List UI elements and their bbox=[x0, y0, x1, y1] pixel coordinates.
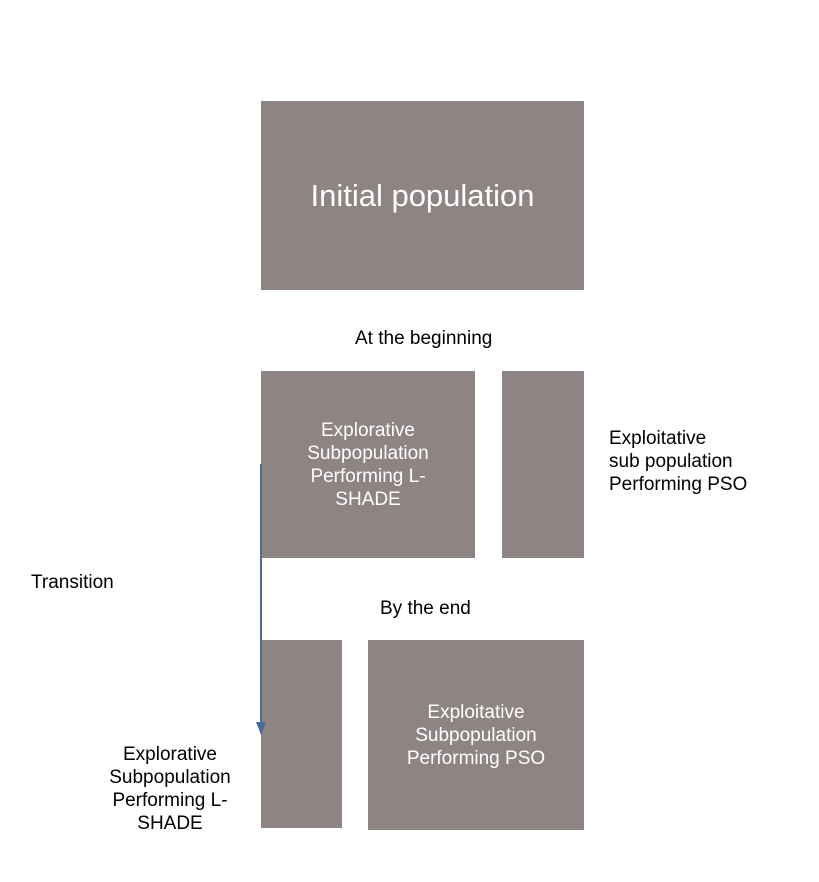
at-the-beginning-label: At the beginning bbox=[355, 328, 493, 349]
transition-arrow-head bbox=[256, 722, 266, 735]
explorative-subpopulation-text: Explorative Subpopulation Performing L- … bbox=[307, 419, 429, 510]
explorative-subpopulation-box: Explorative Subpopulation Performing L- … bbox=[261, 371, 475, 558]
explorative-side-label: Explorative Subpopulation Performing L- … bbox=[109, 744, 231, 834]
by-the-end-label: By the end bbox=[380, 598, 471, 619]
exploitative-subpopulation-box-small bbox=[502, 371, 584, 558]
transition-label: Transition bbox=[31, 572, 114, 593]
initial-population-box: Initial population bbox=[261, 101, 584, 290]
exploitative-subpopulation-box: Exploitative Subpopulation Performing PS… bbox=[368, 640, 584, 830]
explorative-subpopulation-box-small bbox=[261, 640, 342, 828]
exploitative-subpopulation-text: Exploitative Subpopulation Performing PS… bbox=[406, 701, 546, 769]
initial-population-text: Initial population bbox=[310, 177, 535, 213]
exploitative-side-label: Exploitative sub population Performing P… bbox=[609, 428, 748, 495]
